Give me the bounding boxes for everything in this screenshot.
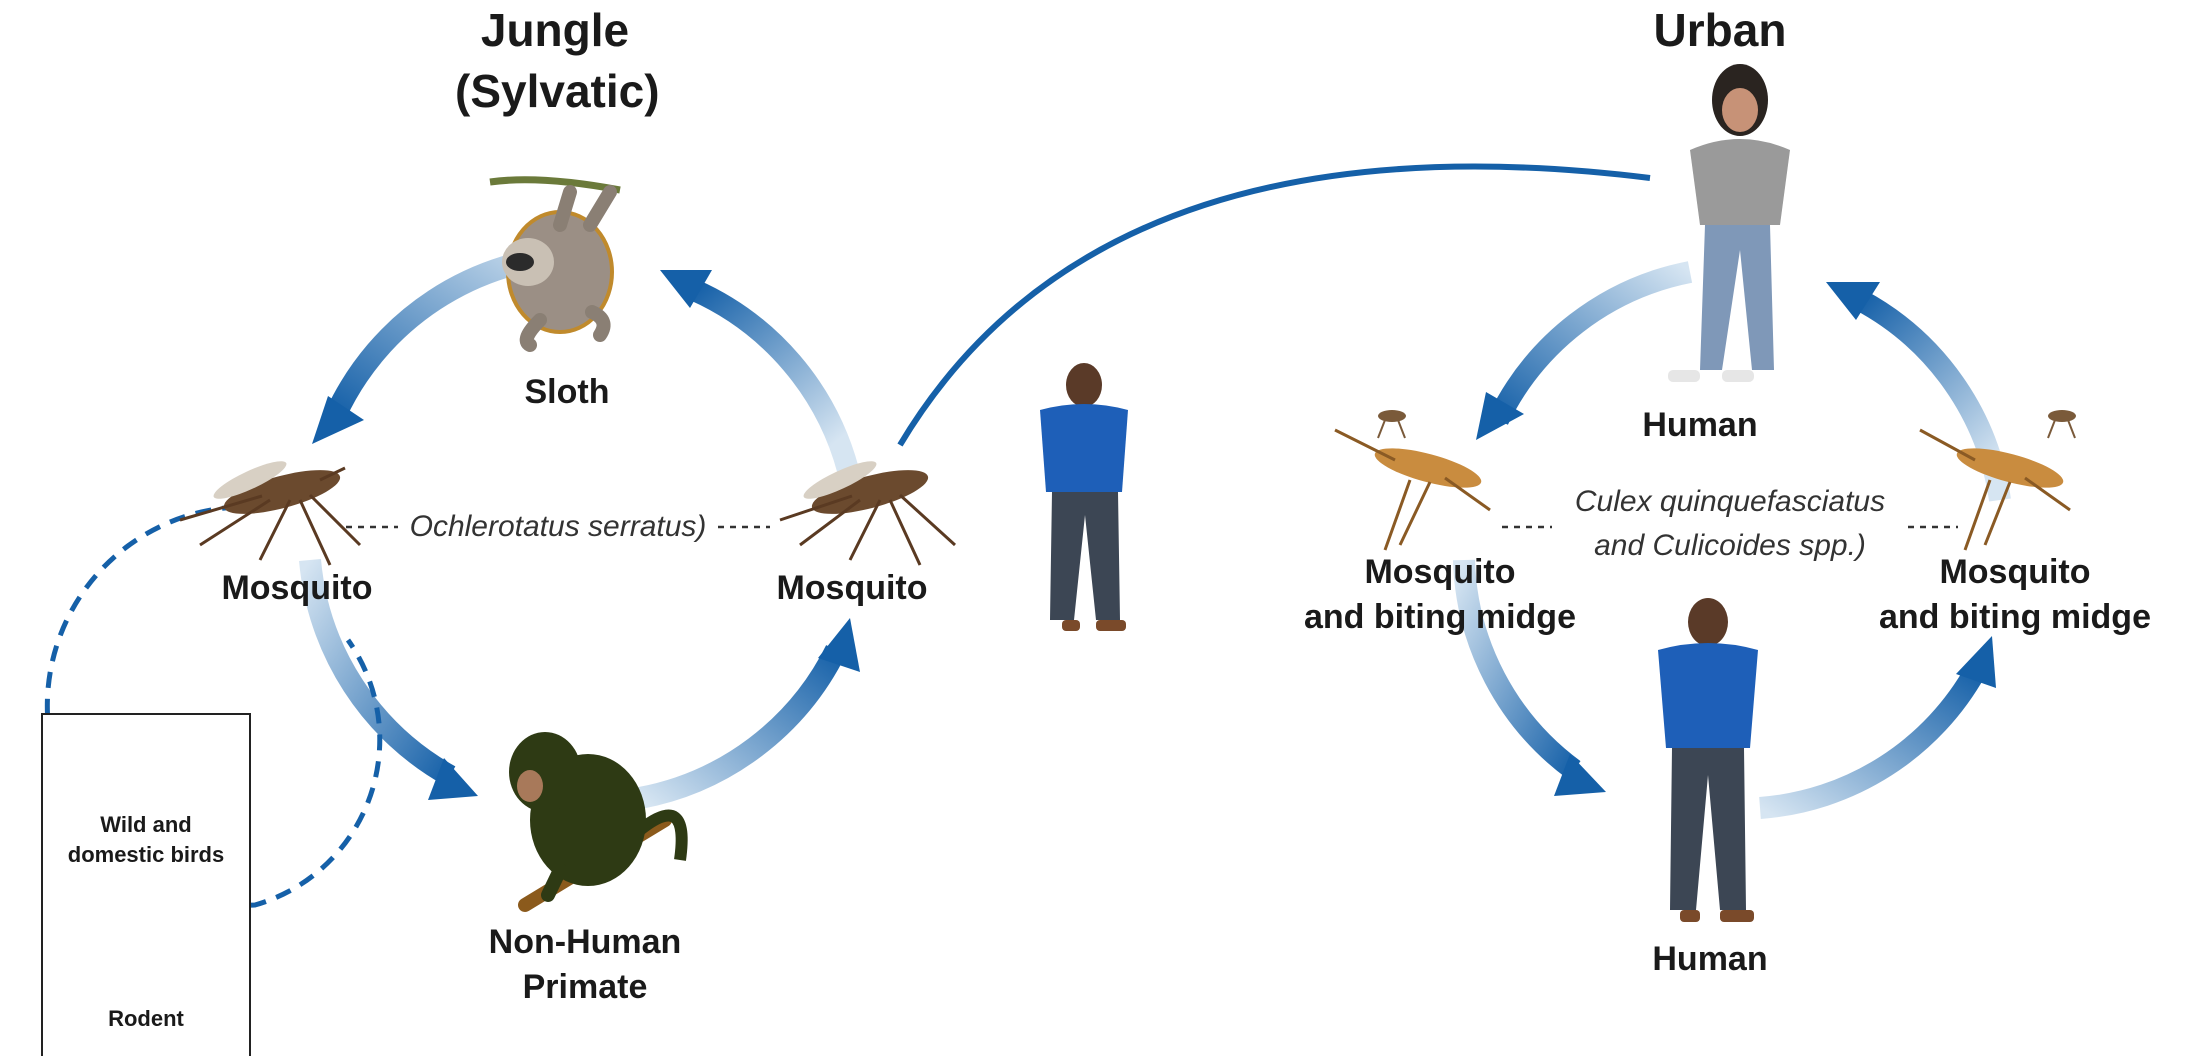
mosquito-right-icon	[780, 455, 955, 565]
vector-left-label-line2: and biting midge	[1290, 595, 1590, 640]
birds-label-line1: Wild and	[41, 810, 251, 840]
vector-right-label-line2: and biting midge	[1865, 595, 2165, 640]
primate-icon	[509, 732, 682, 905]
mosquito-left-label: Mosquito	[200, 566, 394, 611]
jungle-species-text: Ochlerotatus serratus)	[402, 505, 714, 549]
rodent-label: Rodent	[41, 1004, 251, 1034]
human-woman-icon	[1668, 64, 1790, 382]
primate-label-line2: Primate	[460, 965, 710, 1010]
mosquito-urban-left-icon	[1335, 410, 1490, 550]
jungle-arc-top-right	[694, 290, 848, 470]
human-bottom-label: Human	[1630, 937, 1790, 982]
human-man-bottom-icon	[1658, 598, 1758, 922]
jungle-title: Jungle	[455, 0, 655, 61]
jungle-subtitle: (Sylvatic)	[455, 61, 655, 122]
urban-arc-top-left	[1498, 272, 1690, 420]
vector-left-label-line1: Mosquito	[1290, 550, 1590, 595]
sloth-icon	[490, 180, 620, 345]
mosquito-right-label: Mosquito	[755, 566, 949, 611]
urban-arc-bottom-right	[1760, 670, 1976, 808]
human-man-middle-icon	[1040, 363, 1128, 631]
jungle-arrowhead-left	[312, 396, 364, 444]
urban-species-line2: and Culicoides spp.)	[1555, 524, 1905, 568]
vector-right-label-line1: Mosquito	[1865, 550, 2165, 595]
birds-label-line2: domestic birds	[41, 840, 251, 870]
sloth-label: Sloth	[487, 370, 647, 415]
urban-species-line1: Culex quinquefasciatus	[1555, 480, 1905, 524]
human-top-label: Human	[1620, 403, 1780, 448]
spillover-connector	[900, 167, 1650, 445]
primate-label-line1: Non-Human	[460, 920, 710, 965]
jungle-arc-bottom-right	[640, 650, 836, 798]
urban-title: Urban	[1620, 0, 1820, 61]
